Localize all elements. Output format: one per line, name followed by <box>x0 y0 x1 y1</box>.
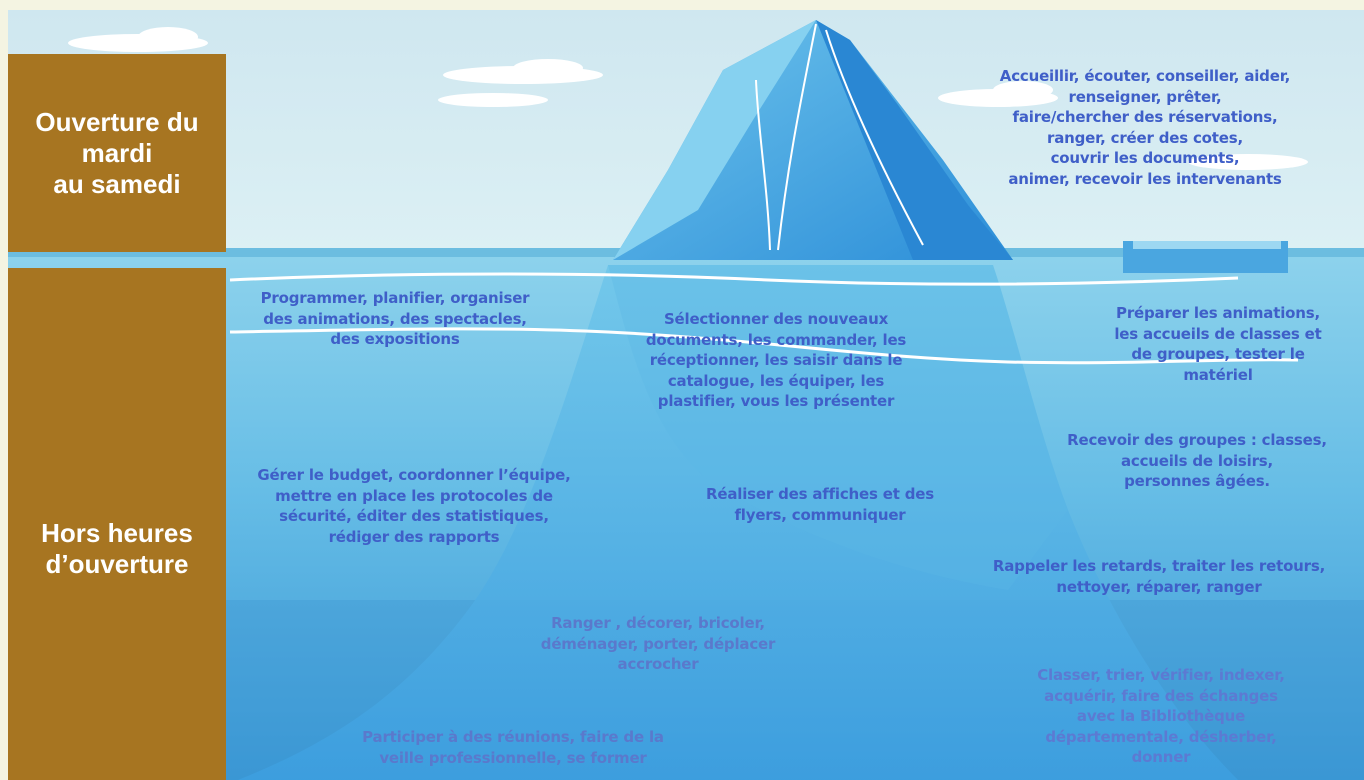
task-classer: Classer, trier, vérifier, indexer, acqué… <box>1037 666 1285 766</box>
off-hours-label: Hors heures d’ouverture <box>8 268 226 780</box>
visible-tasks-text: Accueillir, écouter, conseiller, aider, … <box>999 67 1291 188</box>
clouds <box>68 27 1308 170</box>
iceberg-scene: Ouverture du mardi au samedi Hors heures… <box>8 10 1364 780</box>
opening-hours-text: Ouverture du mardi au samedi <box>35 106 199 199</box>
task-preparer: Préparer les animations, les accueils de… <box>1114 304 1322 384</box>
iceberg-illustration <box>8 10 1364 780</box>
task-rappeler: Rappeler les retards, traiter les retour… <box>992 557 1326 596</box>
task-gerer: Gérer le budget, coordonner l’équipe, me… <box>257 466 571 546</box>
task-realiser: Réaliser des affiches et des flyers, com… <box>706 485 934 524</box>
task-recevoir: Recevoir des groupes : classes, accueils… <box>1067 431 1327 490</box>
task-participer: Participer à des réunions, faire de la v… <box>362 728 664 767</box>
waterline-waves <box>229 272 1299 365</box>
iceberg-highlights <box>755 23 924 251</box>
task-ranger: Ranger , décorer, bricoler, déménager, p… <box>540 614 776 673</box>
off-hours-text: Hors heures d’ouverture <box>41 518 193 579</box>
iceberg-facet <box>608 265 1068 590</box>
opening-hours-label: Ouverture du mardi au samedi <box>8 54 226 252</box>
task-programmer: Programmer, planifier, organiser des ani… <box>260 289 530 348</box>
iceberg-underwater <box>238 265 1238 780</box>
task-selectionner: Sélectionner des nouveaux documents, les… <box>645 310 907 410</box>
